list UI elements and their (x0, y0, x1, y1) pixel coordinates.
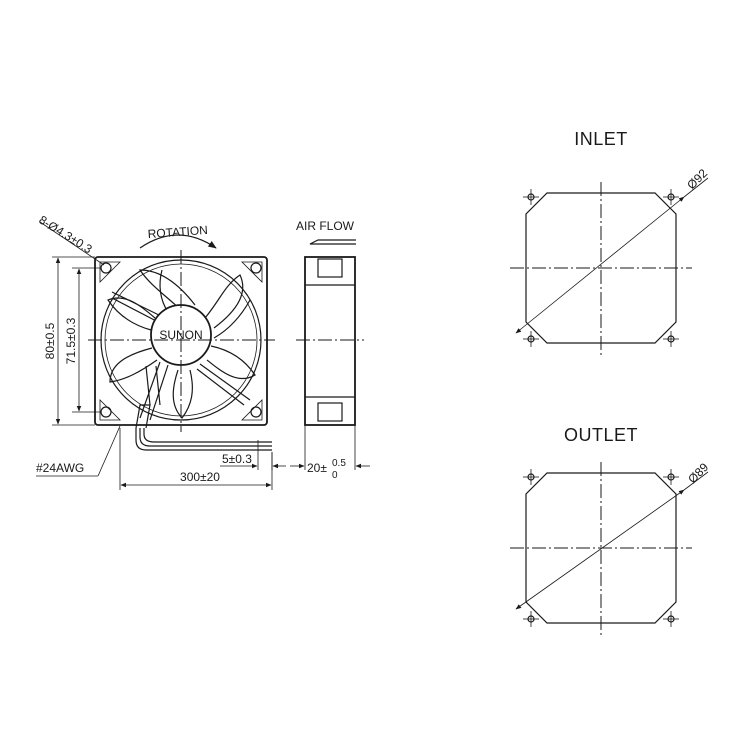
inlet-title: INLET (574, 129, 628, 149)
thickness-plus: 0.5 (332, 458, 346, 469)
hole-spec-label: 8-Ø4.3±0.3 (36, 213, 95, 257)
inlet-diameter-label: Ø92 (684, 166, 710, 192)
fan-front-view: SUNON ROTATION 8-Ø4.3±0.3 80±0.5 71.5±0.… (36, 213, 286, 490)
outlet-title: OUTLET (564, 425, 638, 445)
outlet-diameter-label: Ø89 (685, 460, 711, 486)
thickness-label: 20± (307, 461, 327, 475)
lead-length-label: 300±20 (180, 470, 220, 484)
outlet-mount-holes (523, 469, 679, 627)
strip-length-label: 5±0.3 (222, 452, 252, 466)
mount-hole-tl (100, 262, 112, 274)
inlet-view: INLET Ø92 (510, 129, 710, 355)
mount-hole-bl (100, 406, 112, 418)
inlet-mount-holes (523, 189, 679, 347)
airflow-label: AIR FLOW (296, 219, 355, 233)
mount-hole-tr (250, 262, 262, 274)
thickness-minus: 0 (332, 470, 338, 481)
rotation-label: ROTATION (147, 223, 208, 241)
hole-spacing-dim-label: 71.5±0.3 (64, 317, 78, 364)
mount-hole-br (250, 406, 262, 418)
outlet-view: OUTLET Ø89 (510, 425, 711, 635)
outer-dim-label: 80±0.5 (43, 322, 57, 359)
fan-side-view: AIR FLOW 20± 0.5 0 (290, 219, 370, 481)
wire-gauge-label: #24AWG (36, 461, 84, 475)
